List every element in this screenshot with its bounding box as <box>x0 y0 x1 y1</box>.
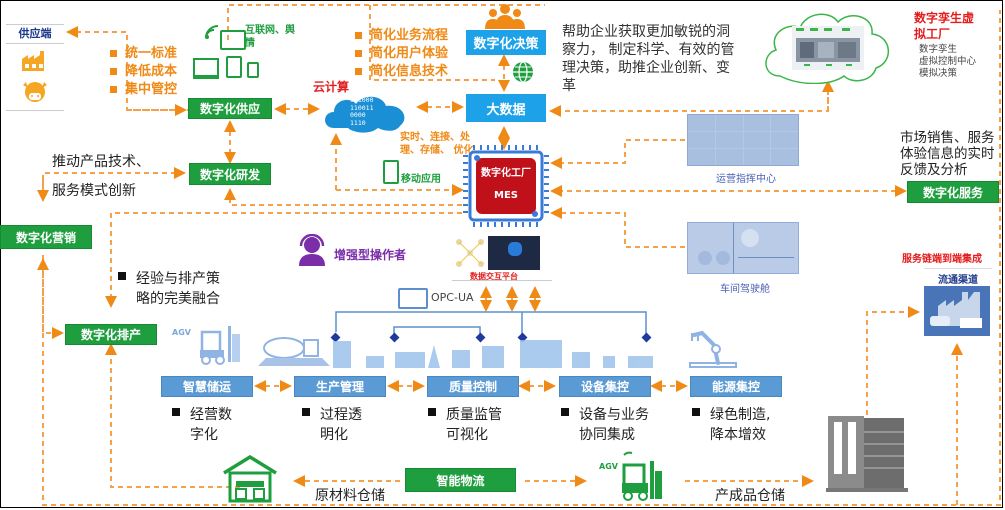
automated-rack-image <box>826 414 908 492</box>
digital-decision-box[interactable]: 数字化决策 <box>466 30 546 55</box>
twin-item: 数字孪生 <box>919 44 958 55</box>
ops-center-label: 运营指挥中心 <box>716 174 776 185</box>
product-warehouse-label: 产成品仓储 <box>715 488 785 504</box>
monitor-icon <box>220 30 246 50</box>
mes-chip[interactable]: 数字化工厂 MES <box>463 145 549 227</box>
forklift-icon-blue <box>198 320 242 370</box>
simplify-bullet: 简化信息技术 <box>355 63 448 81</box>
digital-scheduling-box[interactable]: 数字化排产 <box>65 324 157 345</box>
module-box-equipment[interactable]: 设备集控 <box>559 376 651 397</box>
supplier-title: 供应端 <box>6 25 64 44</box>
twin-cloud-image <box>760 6 895 85</box>
globe-icon <box>511 60 535 88</box>
phone-icon <box>247 62 259 78</box>
wifi-icon <box>204 24 220 44</box>
cockpit-label: 车间驾驶舱 <box>720 284 770 295</box>
supplier-bullet: 统一标准 <box>110 45 177 63</box>
mes-label: MES <box>494 190 518 201</box>
twin-item: 虚拟控制中心 <box>919 56 977 67</box>
module-desc-quality: 质量监管 可视化 <box>428 405 502 445</box>
module-desc-production: 过程透 明化 <box>302 405 362 445</box>
supplier-bullet: 集中管控 <box>110 81 177 99</box>
simplify-bullet: 简化业务流程 <box>355 27 448 45</box>
digital-service-box[interactable]: 数字化服务 <box>907 181 999 203</box>
mobile-app-icon <box>383 160 399 184</box>
module-box-energy[interactable]: 能源集控 <box>690 376 782 397</box>
simplify-bullet: 简化用户体验 <box>355 45 448 63</box>
data-platform-label: 数据交互平台 <box>470 272 518 281</box>
module-box-production[interactable]: 生产管理 <box>294 376 386 397</box>
module-box-storage[interactable]: 智慧储运 <box>161 376 253 397</box>
twin-item: 模拟决策 <box>919 68 958 79</box>
tanker-truck-icon <box>258 330 330 372</box>
operator-headset-icon <box>297 233 327 270</box>
scheduling-bullet: 经验与排产策 略的完美融合 <box>118 269 220 309</box>
supplier-panel: 供应端 <box>6 24 64 111</box>
channel-factory-icon[interactable] <box>924 286 990 336</box>
decision-description: 帮助企业获取更加敏锐的洞察力， 制定科学、有效的管理决策，助推企业创新、变革 <box>562 24 735 94</box>
data-platform-image: 数据交互平台 <box>452 236 552 281</box>
service-text: 市场销售、服务体验信息的实时反馈及分析 <box>900 130 995 178</box>
smart-logistics-box[interactable]: 智能物流 <box>405 468 516 492</box>
cow-icon <box>22 79 48 103</box>
warehouse-icon <box>222 454 278 507</box>
raw-warehouse-label: 原材料仓储 <box>315 488 385 504</box>
tablet-icon <box>226 56 242 78</box>
workshop-cockpit-screen[interactable] <box>687 222 799 274</box>
twin-title: 数字孪生虚拟工厂 <box>914 11 975 41</box>
rnd-text-line1: 推动产品技术、 <box>52 154 150 170</box>
module-desc-storage: 经营数 字化 <box>172 405 232 445</box>
service-chain-title: 服务链端到端集成 <box>902 254 982 265</box>
rnd-text-line2: 服务模式创新 <box>52 183 136 199</box>
twin-items: 数字孪生 虚拟控制中心 模拟决策 <box>919 44 976 80</box>
robot-arm-icon <box>688 325 738 373</box>
module-desc-energy: 绿色制造, 降本增效 <box>692 405 770 445</box>
people-icon <box>483 3 527 33</box>
module-desc-equipment: 设备与业务 协同集成 <box>561 405 649 445</box>
big-data-caption: 实时、连接、处理、存储、 优化 <box>400 132 474 156</box>
big-data-box[interactable]: 大数据 <box>466 94 546 122</box>
mobile-app-label: 移动应用 <box>401 174 441 185</box>
forklift-icon-green <box>618 451 664 507</box>
internet-label: 互联网、舆情 <box>245 25 295 49</box>
digital-marketing-box[interactable]: 数字化营销 <box>0 225 92 249</box>
digital-supply-box[interactable]: 数字化供应 <box>188 98 272 119</box>
opcua-label: OPC-UA <box>431 291 474 304</box>
laptop-icon <box>193 58 219 79</box>
supplier-bullets: 统一标准 降低成本 集中管控 <box>110 45 177 99</box>
factory-icon <box>20 51 50 71</box>
ops-center-screen[interactable] <box>687 114 799 166</box>
laptop-chart-icon <box>398 288 428 309</box>
channel-title: 流通渠道 <box>924 268 992 286</box>
operator-label: 增强型操作者 <box>334 248 407 262</box>
digital-rnd-box[interactable]: 数字化研发 <box>189 163 271 185</box>
module-box-quality[interactable]: 质量控制 <box>427 376 519 397</box>
mes-title: 数字化工厂 <box>481 168 531 179</box>
cloud-label: 云计算 <box>313 80 350 94</box>
supplier-bullet: 降低成本 <box>110 63 177 81</box>
agv-label-blue: AGV <box>172 328 191 337</box>
agv-label-green: AGV <box>599 462 618 471</box>
simplify-bullets: 简化业务流程 简化用户体验 简化信息技术 <box>355 27 448 81</box>
